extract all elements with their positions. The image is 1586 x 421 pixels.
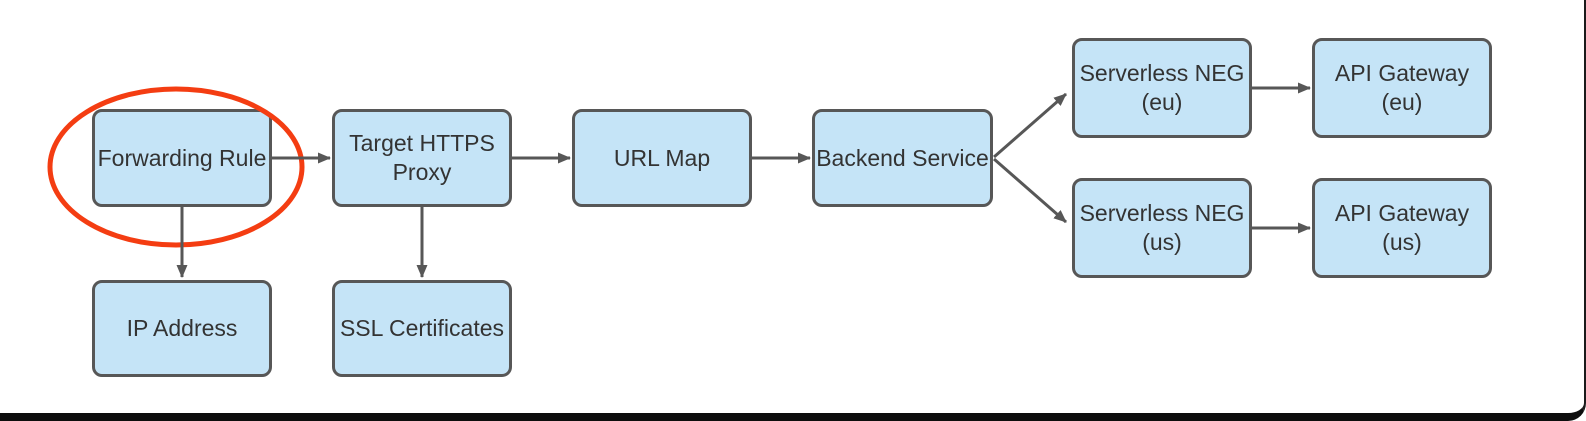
- node-label: IP Address: [126, 315, 238, 342]
- node-target-https-proxy: Target HTTPS Proxy: [332, 109, 512, 207]
- node-label: URL Map: [613, 144, 711, 171]
- node-label: Backend Service: [816, 144, 989, 171]
- node-backend-service: Backend Service: [812, 109, 993, 207]
- node-serverless-neg-us: Serverless NEG (us): [1072, 178, 1252, 278]
- node-serverless-neg-eu: Serverless NEG (eu): [1072, 38, 1252, 138]
- node-label: SSL Certificates: [339, 315, 505, 342]
- node-label: API Gateway (eu): [1334, 60, 1470, 115]
- node-url-map: URL Map: [572, 109, 752, 207]
- node-label: Serverless NEG (us): [1079, 200, 1245, 255]
- node-label: Serverless NEG (eu): [1079, 60, 1245, 115]
- node-ssl-certificates: SSL Certificates: [332, 280, 512, 377]
- edge-backend-service-to-serverless-neg-eu: [993, 92, 1067, 159]
- node-api-gateway-us: API Gateway (us): [1312, 178, 1492, 278]
- edge-backend-service-to-serverless-neg-us: [993, 157, 1067, 224]
- node-ip-address: IP Address: [92, 280, 272, 377]
- node-label: API Gateway (us): [1334, 200, 1470, 255]
- node-api-gateway-eu: API Gateway (eu): [1312, 38, 1492, 138]
- node-label: Target HTTPS Proxy: [349, 130, 495, 185]
- node-forwarding-rule: Forwarding Rule: [92, 109, 272, 207]
- node-label: Forwarding Rule: [97, 144, 267, 171]
